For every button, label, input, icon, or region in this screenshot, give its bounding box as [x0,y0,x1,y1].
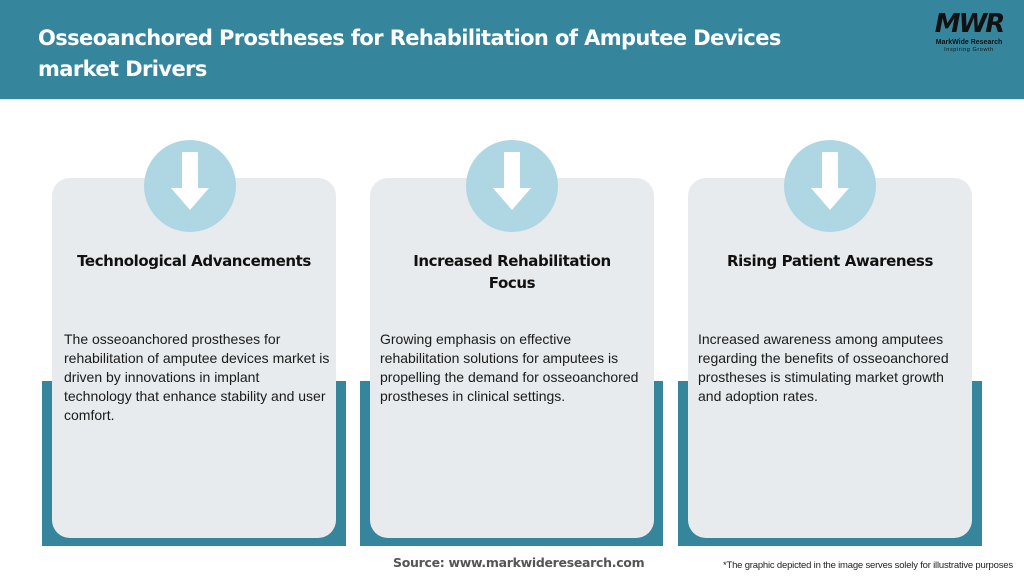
logo-tagline: Inspiring Growth [944,47,994,53]
header-banner: Osseoanchored Prostheses for Rehabilitat… [0,0,1024,100]
driver-description: Growing emphasis on effective rehabilita… [380,331,639,404]
driver-title: Rising Patient Awareness [727,252,933,270]
disclaimer-note: *The graphic depicted in the image serve… [723,560,1013,571]
arrow-down-icon [784,140,876,232]
driver-card: Rising Patient Awareness Increased aware… [688,178,972,538]
logo-mark: MWR [934,9,1006,39]
driver-description: Increased awareness among amputees regar… [698,331,949,404]
arrow-down-icon [144,140,236,232]
driver-column-2: Increased Rehabilitation Focus Growing e… [360,140,663,550]
logo-name: MarkWide Research [935,39,1003,46]
driver-title: Technological Advancements [77,252,311,270]
driver-column-1: Technological Advancements The osseoanch… [40,140,346,550]
driver-title: Increased Rehabilitation Focus [413,252,611,292]
arrow-down-icon [466,140,558,232]
markwide-logo: MWR MarkWide Research Inspiring Growth [924,10,1014,60]
driver-description: The osseoanchored prostheses for rehabil… [64,331,330,423]
source-link[interactable]: Source: www.markwideresearch.com [393,555,645,570]
driver-card: Technological Advancements The osseoanch… [52,178,336,538]
driver-card: Increased Rehabilitation Focus Growing e… [370,178,654,538]
page-title: Osseoanchored Prostheses for Rehabilitat… [38,26,781,81]
driver-column-3: Rising Patient Awareness Increased aware… [678,140,982,550]
